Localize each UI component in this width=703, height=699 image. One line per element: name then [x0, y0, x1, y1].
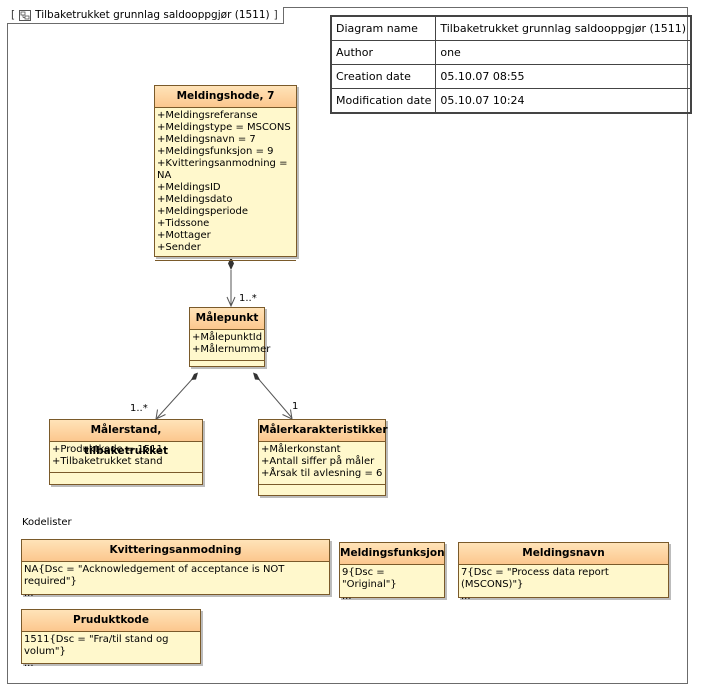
class-attribute: +Målernummer: [192, 344, 271, 355]
arrow-head: [282, 409, 293, 420]
enum-pruduktkode[interactable]: Pruduktkode 1511{Dsc = "Fra/til stand og…: [21, 609, 201, 669]
enum-more: ...: [461, 591, 471, 602]
class-name: Målerstand, tilbaketrukket: [50, 420, 202, 457]
enum-more: ...: [342, 591, 352, 602]
class-name: Pruduktkode: [22, 610, 200, 632]
diagram-frame: [7, 7, 688, 684]
class-attribute: +Antall siffer på måler: [261, 456, 375, 467]
class-name: Kvitteringsanmodning: [22, 540, 329, 562]
class-attribute: +Meldingsperiode: [157, 206, 248, 217]
class-name: Meldingsnavn: [459, 543, 668, 565]
class-operations: [155, 260, 296, 261]
class-attributes: +MålepunktId+Målernummer: [190, 330, 271, 358]
class-attribute: +Meldingsnavn = 7: [157, 134, 256, 145]
class-attribute: +Årsak til avlesning = 6: [261, 468, 383, 479]
class-attributes: +Meldingsreferanse+Meldingstype = MSCONS…: [155, 108, 296, 256]
multiplicity-label: 1: [292, 401, 299, 412]
class-attribute: +Mottager: [157, 230, 211, 241]
diagram-title: Tilbaketrukket grunnlag saldooppgjør (15…: [35, 9, 270, 21]
enum-meldingsnavn[interactable]: Meldingsnavn 7{Dsc = "Process data repor…: [458, 542, 669, 602]
class-attribute: +Målerkonstant: [261, 444, 341, 455]
class-attribute: +Kvitteringsanmodning = NA: [157, 158, 288, 181]
class-operations: [259, 484, 385, 485]
class-attribute: +Meldingstype = MSCONS: [157, 122, 291, 133]
multiplicity-label: 1..*: [130, 403, 148, 414]
info-key: Author: [330, 40, 437, 65]
arrow-head: [226, 296, 236, 308]
enum-literals: 7{Dsc = "Process data report (MSCONS)"} …: [459, 565, 668, 605]
info-key: Modification date: [330, 88, 437, 114]
diagram-frame-tab[interactable]: [ Tilbaketrukket grunnlag saldooppgjør (…: [7, 7, 284, 24]
class-attribute: +Meldingsfunksjon = 9: [157, 146, 274, 157]
class-attributes: +Produktkode = 1511+Tilbaketrukket stand: [50, 442, 202, 470]
enum-literals: 9{Dsc = "Original"} ...: [340, 565, 444, 605]
class-meldingshode[interactable]: Meldingshode, 7 +Meldingsreferanse+Meldi…: [154, 85, 297, 261]
class-attribute: +MålepunktId: [192, 332, 263, 343]
info-value: Tilbaketrukket grunnlag saldooppgjør (15…: [435, 15, 692, 41]
class-name: Meldingsfunksjon: [340, 543, 445, 565]
enum-literal: 7{Dsc = "Process data report (MSCONS)"}: [461, 567, 609, 590]
class-attribute: +Tilbaketrukket stand: [52, 456, 163, 467]
bracket-close: ]: [273, 9, 278, 21]
enum-kvitteringsanmodning[interactable]: Kvitteringsanmodning NA{Dsc = "Acknowled…: [21, 539, 330, 599]
class-attribute: +Sender: [157, 242, 201, 253]
bracket-open: [: [11, 9, 16, 21]
class-operations: [50, 472, 202, 473]
association-malepunkt-malerstand: [156, 375, 196, 419]
association-malepunkt-karakteristikker: [255, 375, 293, 419]
enum-more: ...: [24, 588, 34, 599]
info-value: one: [435, 40, 692, 65]
enum-literal: NA{Dsc = "Acknowledgement of acceptance …: [24, 564, 285, 587]
info-value: 05.10.07 10:24: [435, 88, 692, 114]
enum-literal: 1511{Dsc = "Fra/til stand og volum"}: [24, 634, 169, 657]
info-value: 05.10.07 08:55: [435, 64, 692, 89]
class-attribute: +Produktkode = 1511: [52, 444, 163, 455]
class-diagram-icon: [19, 9, 32, 21]
class-malerkarakteristikker[interactable]: Målerkarakteristikker +Målerkonstant+Ant…: [258, 419, 388, 496]
enum-more: ...: [24, 658, 34, 669]
composition-diamond: [228, 257, 234, 270]
class-attribute: +Meldingsdato: [157, 194, 233, 205]
composition-diamond: [191, 372, 198, 380]
class-malerstand[interactable]: Målerstand, tilbaketrukket +Produktkode …: [49, 419, 203, 485]
kodelister-heading: Kodelister: [22, 517, 72, 528]
class-attribute: +Tidssone: [157, 218, 210, 229]
class-malepunkt[interactable]: Målepunkt +MålepunktId+Målernummer: [189, 307, 271, 367]
enum-literal: 9{Dsc = "Original"}: [342, 567, 397, 590]
info-key: Diagram name: [330, 15, 437, 41]
class-attributes: +Målerkonstant+Antall siffer på måler+År…: [259, 442, 385, 482]
class-name: Meldingshode, 7: [155, 86, 296, 108]
class-name: Målepunkt: [190, 308, 264, 330]
class-name: Målerkarakteristikker: [259, 420, 388, 442]
class-attribute: +MeldingsID: [157, 182, 221, 193]
class-attribute: +Meldingsreferanse: [157, 110, 258, 121]
composition-diamond: [253, 372, 260, 380]
enum-literals: 1511{Dsc = "Fra/til stand og volum"} ...: [22, 632, 200, 672]
multiplicity-label: 1..*: [239, 293, 257, 304]
enum-literals: NA{Dsc = "Acknowledgement of acceptance …: [22, 562, 329, 602]
class-operations: [190, 360, 264, 361]
enum-meldingsfunksjon[interactable]: Meldingsfunksjon 9{Dsc = "Original"} ...: [339, 542, 445, 602]
